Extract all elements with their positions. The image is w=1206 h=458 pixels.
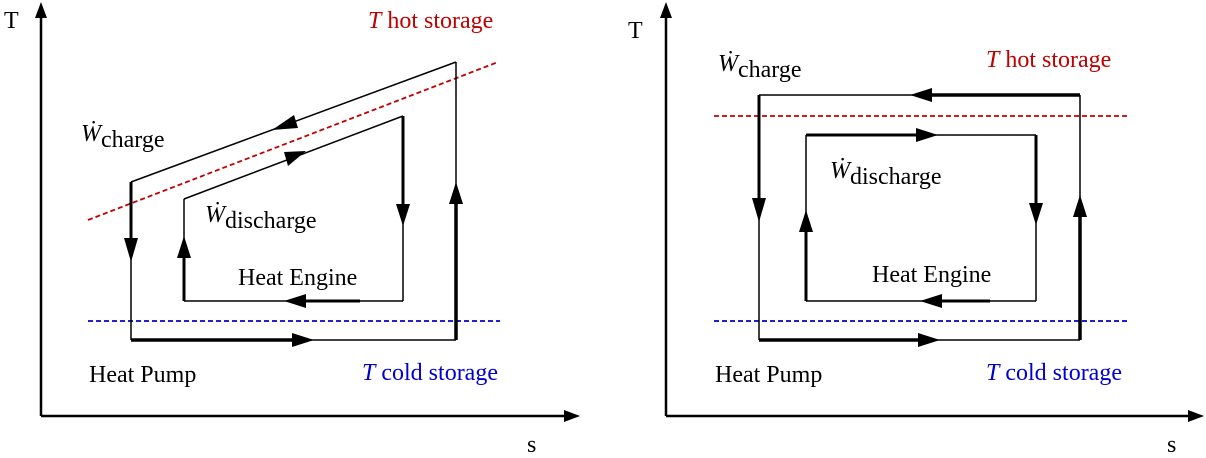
left-he-up-arrow (177, 236, 191, 258)
right-heat-pump-label: Heat Pump (715, 362, 822, 388)
left-he-left-arrow (284, 294, 306, 308)
right-cold-text: cold storage (999, 360, 1122, 386)
right-he-right-arrow (916, 128, 938, 142)
right-hp-up-arrow (1073, 195, 1087, 217)
left-y-axis-label: T (4, 8, 19, 34)
right-cold-storage-label: T cold storage (986, 360, 1122, 386)
left-hot-var: T (368, 8, 383, 34)
left-hp-down-arrow (124, 238, 138, 262)
left-hot-storage-label: T hot storage (368, 8, 493, 34)
right-heat-engine-cycle (799, 128, 1043, 308)
left-he-slope-arrow (284, 151, 306, 166)
left-heat-engine-cycle (177, 115, 410, 308)
left-heat-engine-label: Heat Engine (238, 265, 357, 291)
left-panel: T s T hot storage T cold storage (4, 2, 580, 458)
left-cold-var: T (362, 360, 377, 386)
right-w-discharge-label: Ẇdischarge (830, 158, 942, 190)
left-hot-storage-line (87, 61, 499, 221)
right-w-discharge-sub: discharge (850, 164, 942, 190)
right-hp-right-arrow (918, 333, 940, 347)
left-hp-slope-arrow (272, 115, 298, 130)
right-w-charge-label: Ẇcharge (718, 51, 802, 83)
right-hot-var: T (986, 47, 1001, 73)
right-hp-down-arrow (752, 198, 766, 222)
left-y-arrowhead (35, 2, 47, 18)
left-x-axis-label: s (527, 432, 536, 458)
left-axes (35, 2, 580, 422)
left-w-discharge-label: Ẇdischarge (205, 202, 317, 234)
right-axes (660, 2, 1204, 422)
right-w-discharge-symbol: Ẇ (830, 158, 852, 184)
right-hot-storage-label: T hot storage (986, 47, 1111, 73)
left-x-arrowhead (564, 410, 580, 422)
left-w-charge-sub: charge (101, 127, 165, 153)
right-y-arrowhead (660, 2, 672, 18)
right-y-axis-label: T (628, 18, 643, 44)
left-w-discharge-sub: discharge (225, 208, 317, 234)
left-cold-text: cold storage (375, 360, 498, 386)
right-w-charge-symbol: Ẇ (718, 51, 740, 77)
left-heat-pump-label: Heat Pump (89, 362, 196, 388)
right-panel: T s T hot storage T cold storage (628, 2, 1204, 458)
left-hp-right-arrow (292, 333, 314, 347)
right-he-up-arrow (799, 210, 813, 232)
left-hp-up-arrow (449, 182, 463, 204)
left-he-down-arrow (396, 204, 410, 226)
left-heat-pump-cycle (124, 61, 463, 347)
right-heat-engine-label: Heat Engine (872, 262, 991, 288)
right-hp-left-arrow (910, 88, 932, 102)
right-he-left-arrow (920, 294, 942, 308)
right-x-arrowhead (1188, 410, 1204, 422)
left-w-charge-label: Ẇcharge (81, 121, 165, 153)
right-he-down-arrow (1029, 203, 1043, 225)
left-w-charge-symbol: Ẇ (81, 121, 103, 147)
left-hot-text: hot storage (381, 8, 493, 34)
right-x-axis-label: s (1167, 432, 1176, 458)
right-w-charge-sub: charge (738, 57, 802, 83)
left-w-discharge-symbol: Ẇ (205, 202, 227, 228)
right-hot-text: hot storage (999, 47, 1111, 73)
right-heat-pump-cycle (752, 88, 1087, 347)
left-cold-storage-label: T cold storage (362, 360, 498, 386)
right-cold-var: T (986, 360, 1001, 386)
